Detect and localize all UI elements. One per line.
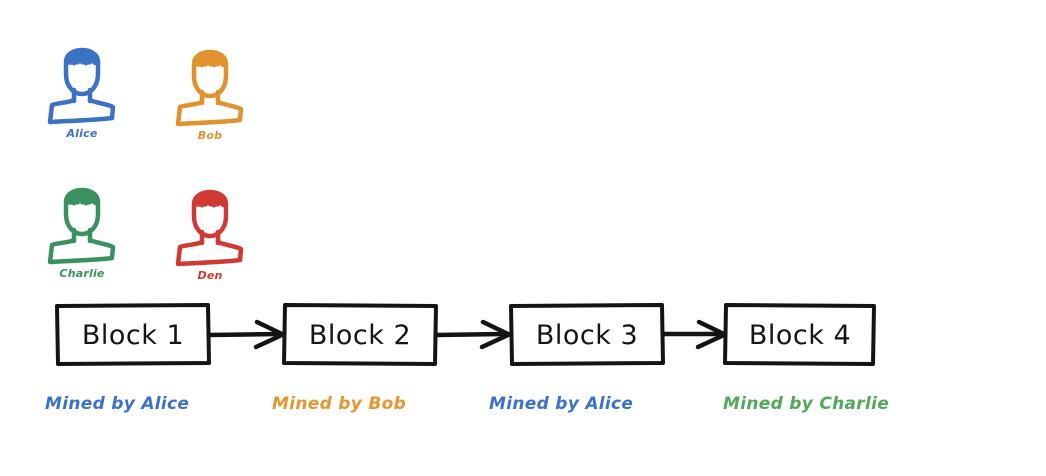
arrow-right-icon (660, 319, 728, 350)
participant-name-label: Alice (66, 127, 98, 140)
person-avatar-icon (175, 49, 244, 127)
person-avatar-icon (175, 189, 244, 267)
participant-alice[interactable]: Alice (34, 34, 130, 139)
person-avatar-icon (47, 187, 116, 265)
block-4[interactable]: Block 4 (723, 303, 876, 366)
block-caption-4: Mined by Charlie (723, 394, 890, 414)
participant-name-label: Charlie (59, 267, 105, 280)
block-caption-1: Mined by Alice (45, 394, 190, 414)
participant-den[interactable]: Den (162, 176, 258, 281)
person-avatar-icon (47, 47, 116, 125)
block-1[interactable]: Block 1 (55, 303, 211, 366)
arrow-right-icon (206, 319, 286, 350)
arrow-right-icon (433, 319, 512, 350)
block-caption-2: Mined by Bob (272, 394, 407, 414)
block-label: Block 3 (536, 320, 638, 351)
participant-bob[interactable]: Bob (162, 36, 258, 141)
block-2[interactable]: Block 2 (282, 303, 438, 366)
block-3[interactable]: Block 3 (509, 303, 665, 366)
block-label: Block 1 (82, 320, 184, 351)
block-caption-3: Mined by Alice (489, 394, 634, 414)
participant-name-label: Bob (197, 129, 223, 142)
blockchain-row: Block 1 Block 2 Block 3 (40, 296, 900, 374)
participant-name-label: Den (197, 269, 223, 282)
participant-charlie[interactable]: Charlie (34, 174, 130, 279)
block-label: Block 4 (749, 320, 851, 351)
block-label: Block 2 (309, 320, 411, 351)
